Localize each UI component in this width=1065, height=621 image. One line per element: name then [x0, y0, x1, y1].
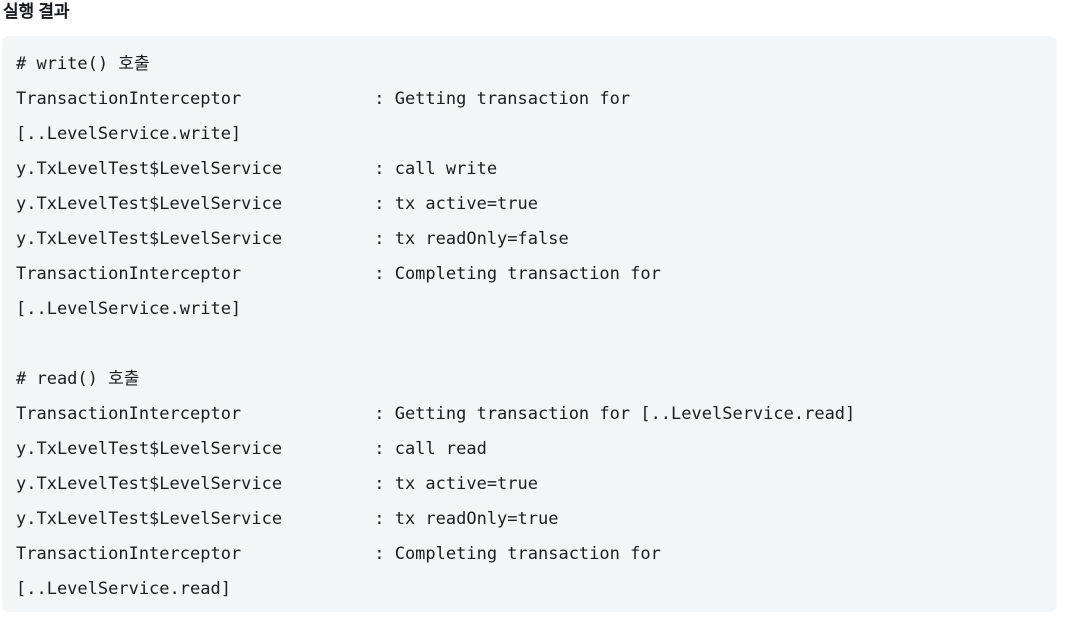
code-block: # write() 호출 TransactionInterceptor : Get…: [2, 36, 1057, 612]
log-logger-name: TransactionInterceptor: [16, 89, 375, 109]
code-line-log: y.TxLevelTest$LevelService : tx readOnly…: [16, 502, 1047, 537]
code-line-log: TransactionInterceptor : Getting transac…: [16, 82, 1047, 117]
log-logger-name: y.TxLevelTest$LevelService: [16, 159, 375, 179]
code-line-log: TransactionInterceptor : Getting transac…: [16, 397, 1047, 432]
log-logger-name: y.TxLevelTest$LevelService: [16, 229, 375, 249]
code-line-log: y.TxLevelTest$LevelService : tx readOnly…: [16, 222, 1047, 257]
log-message: : Getting transaction for [..LevelServic…: [374, 404, 856, 424]
code-line-log: y.TxLevelTest$LevelService : call read: [16, 432, 1047, 467]
code-line-comment: # read() 호출: [16, 369, 140, 389]
log-logger-name: y.TxLevelTest$LevelService: [16, 474, 375, 494]
log-logger-name: TransactionInterceptor: [16, 544, 375, 564]
log-logger-name: y.TxLevelTest$LevelService: [16, 194, 375, 214]
log-logger-name: TransactionInterceptor: [16, 404, 375, 424]
log-logger-name: y.TxLevelTest$LevelService: [16, 509, 375, 529]
code-block-content[interactable]: # write() 호출 TransactionInterceptor : Get…: [2, 36, 1057, 612]
code-line-wrap: [..LevelService.write]: [16, 299, 242, 319]
code-line-blank: [16, 327, 1047, 362]
log-logger-name: y.TxLevelTest$LevelService: [16, 439, 375, 459]
log-message: : tx active=true: [374, 474, 538, 494]
page-title: 실행 결과: [3, 2, 70, 21]
log-message: : tx readOnly=false: [374, 229, 569, 249]
log-message: : Completing transaction for: [374, 544, 661, 564]
code-line-wrap: [..LevelService.write]: [16, 124, 242, 144]
log-logger-name: TransactionInterceptor: [16, 264, 375, 284]
log-message: : Getting transaction for: [374, 89, 631, 109]
code-line-log: y.TxLevelTest$LevelService : call write: [16, 152, 1047, 187]
log-message: : call write: [374, 159, 498, 179]
code-line-comment: # write() 호출: [16, 54, 150, 74]
log-message: : tx active=true: [374, 194, 538, 214]
log-message: : Completing transaction for: [374, 264, 661, 284]
log-message: : call read: [374, 439, 487, 459]
code-line-log: TransactionInterceptor : Completing tran…: [16, 257, 1047, 292]
code-line-log: TransactionInterceptor : Completing tran…: [16, 537, 1047, 572]
log-message: : tx readOnly=true: [374, 509, 559, 529]
code-line-log: y.TxLevelTest$LevelService : tx active=t…: [16, 467, 1047, 502]
code-line-log: y.TxLevelTest$LevelService : tx active=t…: [16, 187, 1047, 222]
code-line-wrap: [..LevelService.read]: [16, 579, 231, 599]
